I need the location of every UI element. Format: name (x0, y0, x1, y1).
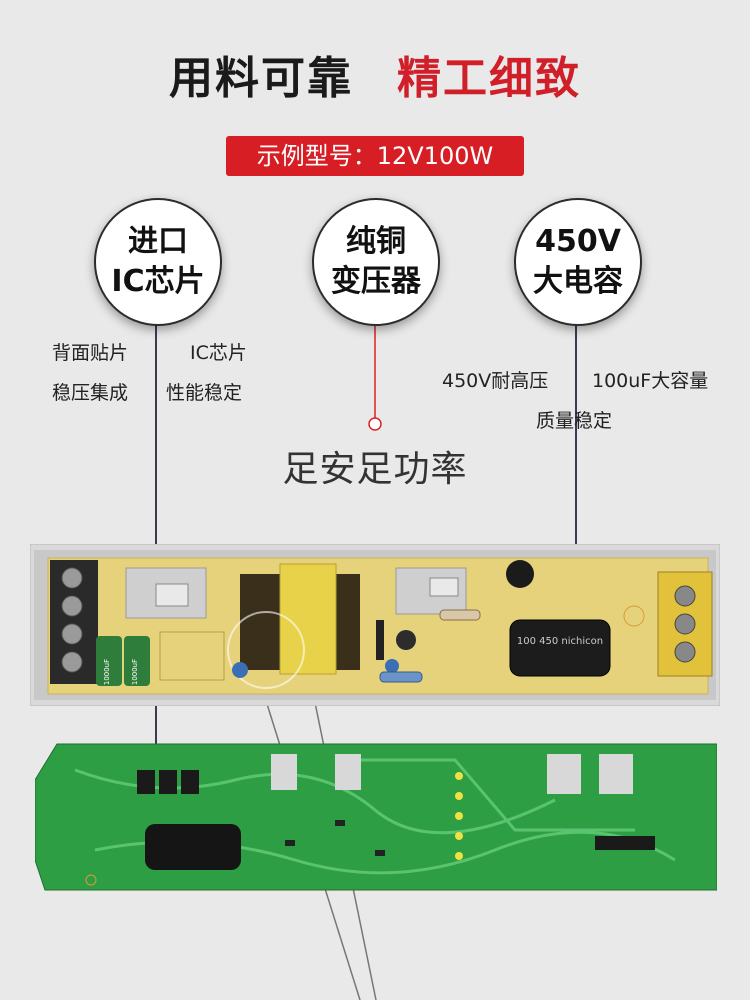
feature-circle-transformer: 纯铜 变压器 (312, 198, 440, 326)
ic-chip-1 (137, 770, 155, 794)
headline-part1: 用料可靠 (169, 53, 353, 104)
feature-circle-capacitor: 450V 大电容 (514, 198, 642, 326)
capacitor-green-2-print: 1000uF (131, 659, 139, 685)
power-board-top-photo: 1000uF 1000uF 100 450 nichicon (30, 544, 720, 706)
power-board-bottom-photo (35, 743, 717, 891)
desc-right-row1b: 100uF大容量 (592, 370, 709, 392)
feature-ic-line2: IC芯片 (111, 264, 205, 299)
desc-left-row1b: IC芯片 (190, 342, 247, 364)
feature-transformer-line2: 变压器 (331, 264, 421, 299)
capacitor-green-1 (96, 636, 122, 686)
model-badge: 示例型号：12V100W (226, 136, 524, 176)
ic-chip-2 (159, 770, 177, 794)
headline: 用料可靠精工细致 (0, 42, 750, 106)
feature-capacitor-line2: 大电容 (533, 264, 623, 299)
transformer-pointer-dot (368, 417, 382, 431)
capacitor-bottom (145, 824, 241, 870)
magnifier-circle (227, 611, 305, 689)
desc-left-row2a: 稳压集成 (52, 382, 129, 404)
capacitor-green-1-print: 1000uF (103, 659, 111, 685)
feature-capacitor-line1: 450V (535, 224, 621, 259)
capacitor-450v (509, 619, 611, 677)
ic-chip-3 (181, 770, 199, 794)
capacitor-450v-print: 100 450 nichicon (517, 636, 603, 647)
desc-left-row1a: 背面贴片 (52, 342, 129, 364)
desc-right-row1a: 450V耐高压 (442, 370, 549, 392)
capacitor-green-2 (124, 636, 150, 686)
varistor (506, 560, 534, 588)
desc-right-row2: 质量稳定 (536, 410, 613, 432)
feature-transformer-line1: 纯铜 (346, 224, 406, 259)
section-title: 足安足功率 (282, 449, 468, 490)
feature-ic-line1: 进口 (128, 224, 188, 259)
feature-circle-ic: 进口 IC芯片 (94, 198, 222, 326)
desc-left-row2b: 性能稳定 (166, 382, 243, 404)
headline-part2: 精工细致 (397, 53, 581, 104)
